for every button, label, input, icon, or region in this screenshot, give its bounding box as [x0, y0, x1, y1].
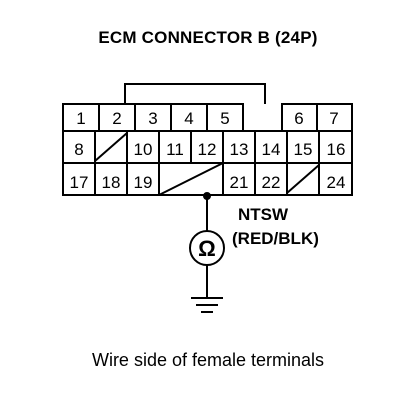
terminal-13-label: 13: [230, 140, 249, 159]
terminal-5-label: 5: [220, 109, 229, 128]
empty-cavity-slash: [158, 162, 224, 196]
terminal-12-label: 12: [198, 140, 217, 159]
terminal-7-label: 7: [329, 109, 338, 128]
empty-cavity-slash: [94, 132, 128, 162]
terminal-18-label: 18: [102, 173, 121, 192]
terminal-24-label: 24: [327, 173, 346, 192]
diagram-caption: Wire side of female terminals: [91, 350, 325, 370]
terminal-6-label: 6: [294, 109, 303, 128]
terminal-21-label: 21: [230, 173, 249, 192]
terminal-11-label: 11: [166, 140, 184, 159]
terminal-19-label: 19: [134, 173, 153, 192]
connector-lock-tab: [124, 83, 266, 104]
terminal-1-label: 1: [76, 109, 85, 128]
terminal-14-label: 14: [262, 140, 281, 159]
terminal-8-label: 8: [74, 140, 83, 159]
ohm-symbol: Ω: [198, 236, 216, 261]
terminal-17-label: 17: [70, 173, 89, 192]
wire-color-label: (RED/BLK): [232, 229, 319, 248]
terminal-15-label: 15: [294, 140, 313, 159]
connector-body: [62, 83, 353, 196]
terminal-16-label: 16: [327, 140, 346, 159]
terminal-2-label: 2: [112, 109, 121, 128]
empty-cavity-slash: [286, 164, 320, 194]
terminal-4-label: 4: [184, 109, 193, 128]
terminal-10-label: 10: [134, 140, 153, 159]
diagram-title: ECM CONNECTOR B (24P): [98, 28, 318, 47]
terminal-3-label: 3: [148, 109, 157, 128]
terminal-22-label: 22: [262, 173, 281, 192]
wire-name-label: NTSW: [238, 205, 289, 224]
